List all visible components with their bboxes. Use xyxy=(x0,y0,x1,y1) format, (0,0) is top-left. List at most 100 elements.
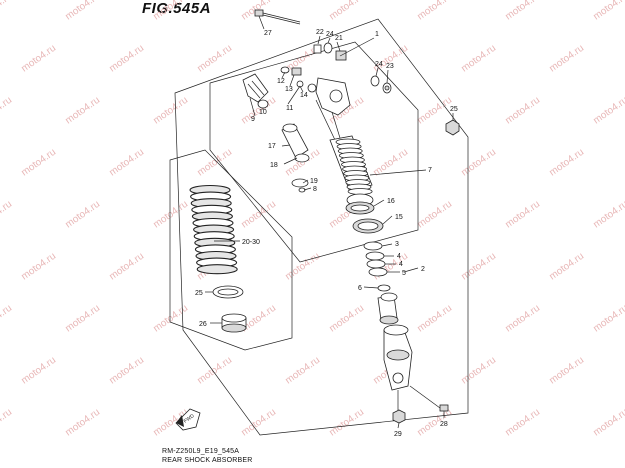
callout-28: 28 xyxy=(440,421,448,428)
callout-16: 16 xyxy=(387,198,395,205)
watermark-text: moto4.ru xyxy=(151,95,190,127)
watermark-text: moto4.ru xyxy=(503,199,542,231)
watermark-text: moto4.ru xyxy=(63,407,102,439)
watermark-text: moto4.ru xyxy=(283,355,322,387)
upper-washers xyxy=(370,75,392,94)
watermark-text: moto4.ru xyxy=(415,407,454,439)
watermark-text: moto4.ru xyxy=(459,147,498,179)
callout-24-top: 24 xyxy=(326,31,334,38)
watermark-text: moto4.ru xyxy=(415,0,454,22)
spring-seats xyxy=(212,285,247,333)
bellows-fold xyxy=(347,188,373,195)
watermark-text: moto4.ru xyxy=(283,251,322,283)
callout-24-right: 24 xyxy=(375,61,383,68)
callout-15: 15 xyxy=(395,214,403,221)
watermark-text: moto4.ru xyxy=(19,147,58,179)
callout-7: 7 xyxy=(428,167,432,174)
watermark-text: moto4.ru xyxy=(195,355,234,387)
watermark-text: moto4.ru xyxy=(547,147,586,179)
callout-27: 27 xyxy=(264,30,272,37)
callout-labels: 1 2 3 4 4 5 6 7 8 9 10 11 12 13 14 15 16… xyxy=(195,29,458,438)
watermark-text: moto4.ru xyxy=(591,0,625,22)
fwd-label: FWD xyxy=(183,413,196,425)
watermark-text: moto4.ru xyxy=(371,147,410,179)
watermark-text: moto4.ru xyxy=(415,303,454,335)
callout-25-seat: 25 xyxy=(195,290,203,297)
watermark-text: moto4.ru xyxy=(503,0,542,22)
callout-13: 13 xyxy=(285,86,293,93)
watermark-text: moto4.ru xyxy=(0,95,14,127)
callout-23: 23 xyxy=(386,63,394,70)
figure-code: RM-Z250L9_E19_545A xyxy=(162,448,240,455)
bump-rubber xyxy=(377,284,399,325)
callout-4-lower: 4 xyxy=(399,261,403,268)
callout-4-upper: 4 xyxy=(397,253,401,260)
callout-6: 6 xyxy=(358,285,362,292)
watermark-text: moto4.ru xyxy=(459,43,498,75)
watermark-text: moto4.ru xyxy=(107,355,146,387)
watermark-text: moto4.ru xyxy=(327,0,366,22)
watermark-text: moto4.ru xyxy=(107,43,146,75)
piston-rings-stack xyxy=(363,241,388,277)
watermark-text: moto4.ru xyxy=(151,0,190,22)
callout-10: 10 xyxy=(259,109,267,116)
watermark-text: moto4.ru xyxy=(151,303,190,335)
watermark-text: moto4.ru xyxy=(107,147,146,179)
watermark-text: moto4.ru xyxy=(151,199,190,231)
callout-17: 17 xyxy=(268,143,276,150)
reservoir-bladder xyxy=(281,123,310,193)
callout-9: 9 xyxy=(251,116,255,123)
watermark-text: moto4.ru xyxy=(459,251,498,283)
watermark-text: moto4.ru xyxy=(19,355,58,387)
callout-19: 19 xyxy=(310,178,318,185)
watermark-text: moto4.ru xyxy=(0,407,14,439)
watermark-text: moto4.ru xyxy=(63,303,102,335)
watermark-text: moto4.ru xyxy=(503,407,542,439)
lower-bolt-nut xyxy=(392,385,449,424)
watermark-text: moto4.ru xyxy=(503,303,542,335)
callout-12: 12 xyxy=(277,78,285,85)
valve-small-parts xyxy=(280,66,317,93)
watermark-text: moto4.ru xyxy=(0,303,14,335)
watermark-text: moto4.ru xyxy=(547,251,586,283)
watermark-text: moto4.ru xyxy=(503,95,542,127)
shock-body-frame xyxy=(209,41,419,263)
watermark-text: moto4.ru xyxy=(547,355,586,387)
watermark-text: moto4.ru xyxy=(459,355,498,387)
watermark-text: moto4.ru xyxy=(0,0,14,22)
callout-29: 29 xyxy=(394,431,402,438)
watermark-text: moto4.ru xyxy=(0,199,14,231)
main-coil-spring xyxy=(189,184,238,275)
callout-14: 14 xyxy=(300,92,308,99)
watermark-text: moto4.ru xyxy=(415,199,454,231)
top-bolt xyxy=(254,9,301,25)
callout-20-30: 20-30 xyxy=(242,239,260,246)
outer-assembly-frame xyxy=(174,18,469,436)
callout-11: 11 xyxy=(286,105,293,112)
upper-nut xyxy=(445,119,460,136)
leader-lines xyxy=(205,15,454,429)
figure-title: FIG.545A xyxy=(142,0,212,17)
callout-5: 5 xyxy=(402,270,406,277)
watermark-text: moto4.ru xyxy=(327,303,366,335)
watermark-text: moto4.ru xyxy=(591,303,625,335)
watermark-text: moto4.ru xyxy=(591,407,625,439)
watermark-text: moto4.ru xyxy=(63,95,102,127)
callout-25-nut: 25 xyxy=(450,106,458,113)
watermark-text: moto4.ru xyxy=(63,0,102,22)
callout-1: 1 xyxy=(375,31,379,38)
watermark-text: moto4.ru xyxy=(547,43,586,75)
callout-8: 8 xyxy=(313,186,317,193)
figure-caption: REAR SHOCK ABSORBER xyxy=(162,457,253,464)
callout-2: 2 xyxy=(421,266,425,273)
spring-adjuster-rings xyxy=(345,201,384,234)
callout-18: 18 xyxy=(270,162,278,169)
spring-coil xyxy=(196,264,238,275)
watermark-text: moto4.ru xyxy=(63,199,102,231)
watermark-text: moto4.ru xyxy=(195,43,234,75)
shock-body xyxy=(329,135,374,207)
watermark-text: moto4.ru xyxy=(591,199,625,231)
